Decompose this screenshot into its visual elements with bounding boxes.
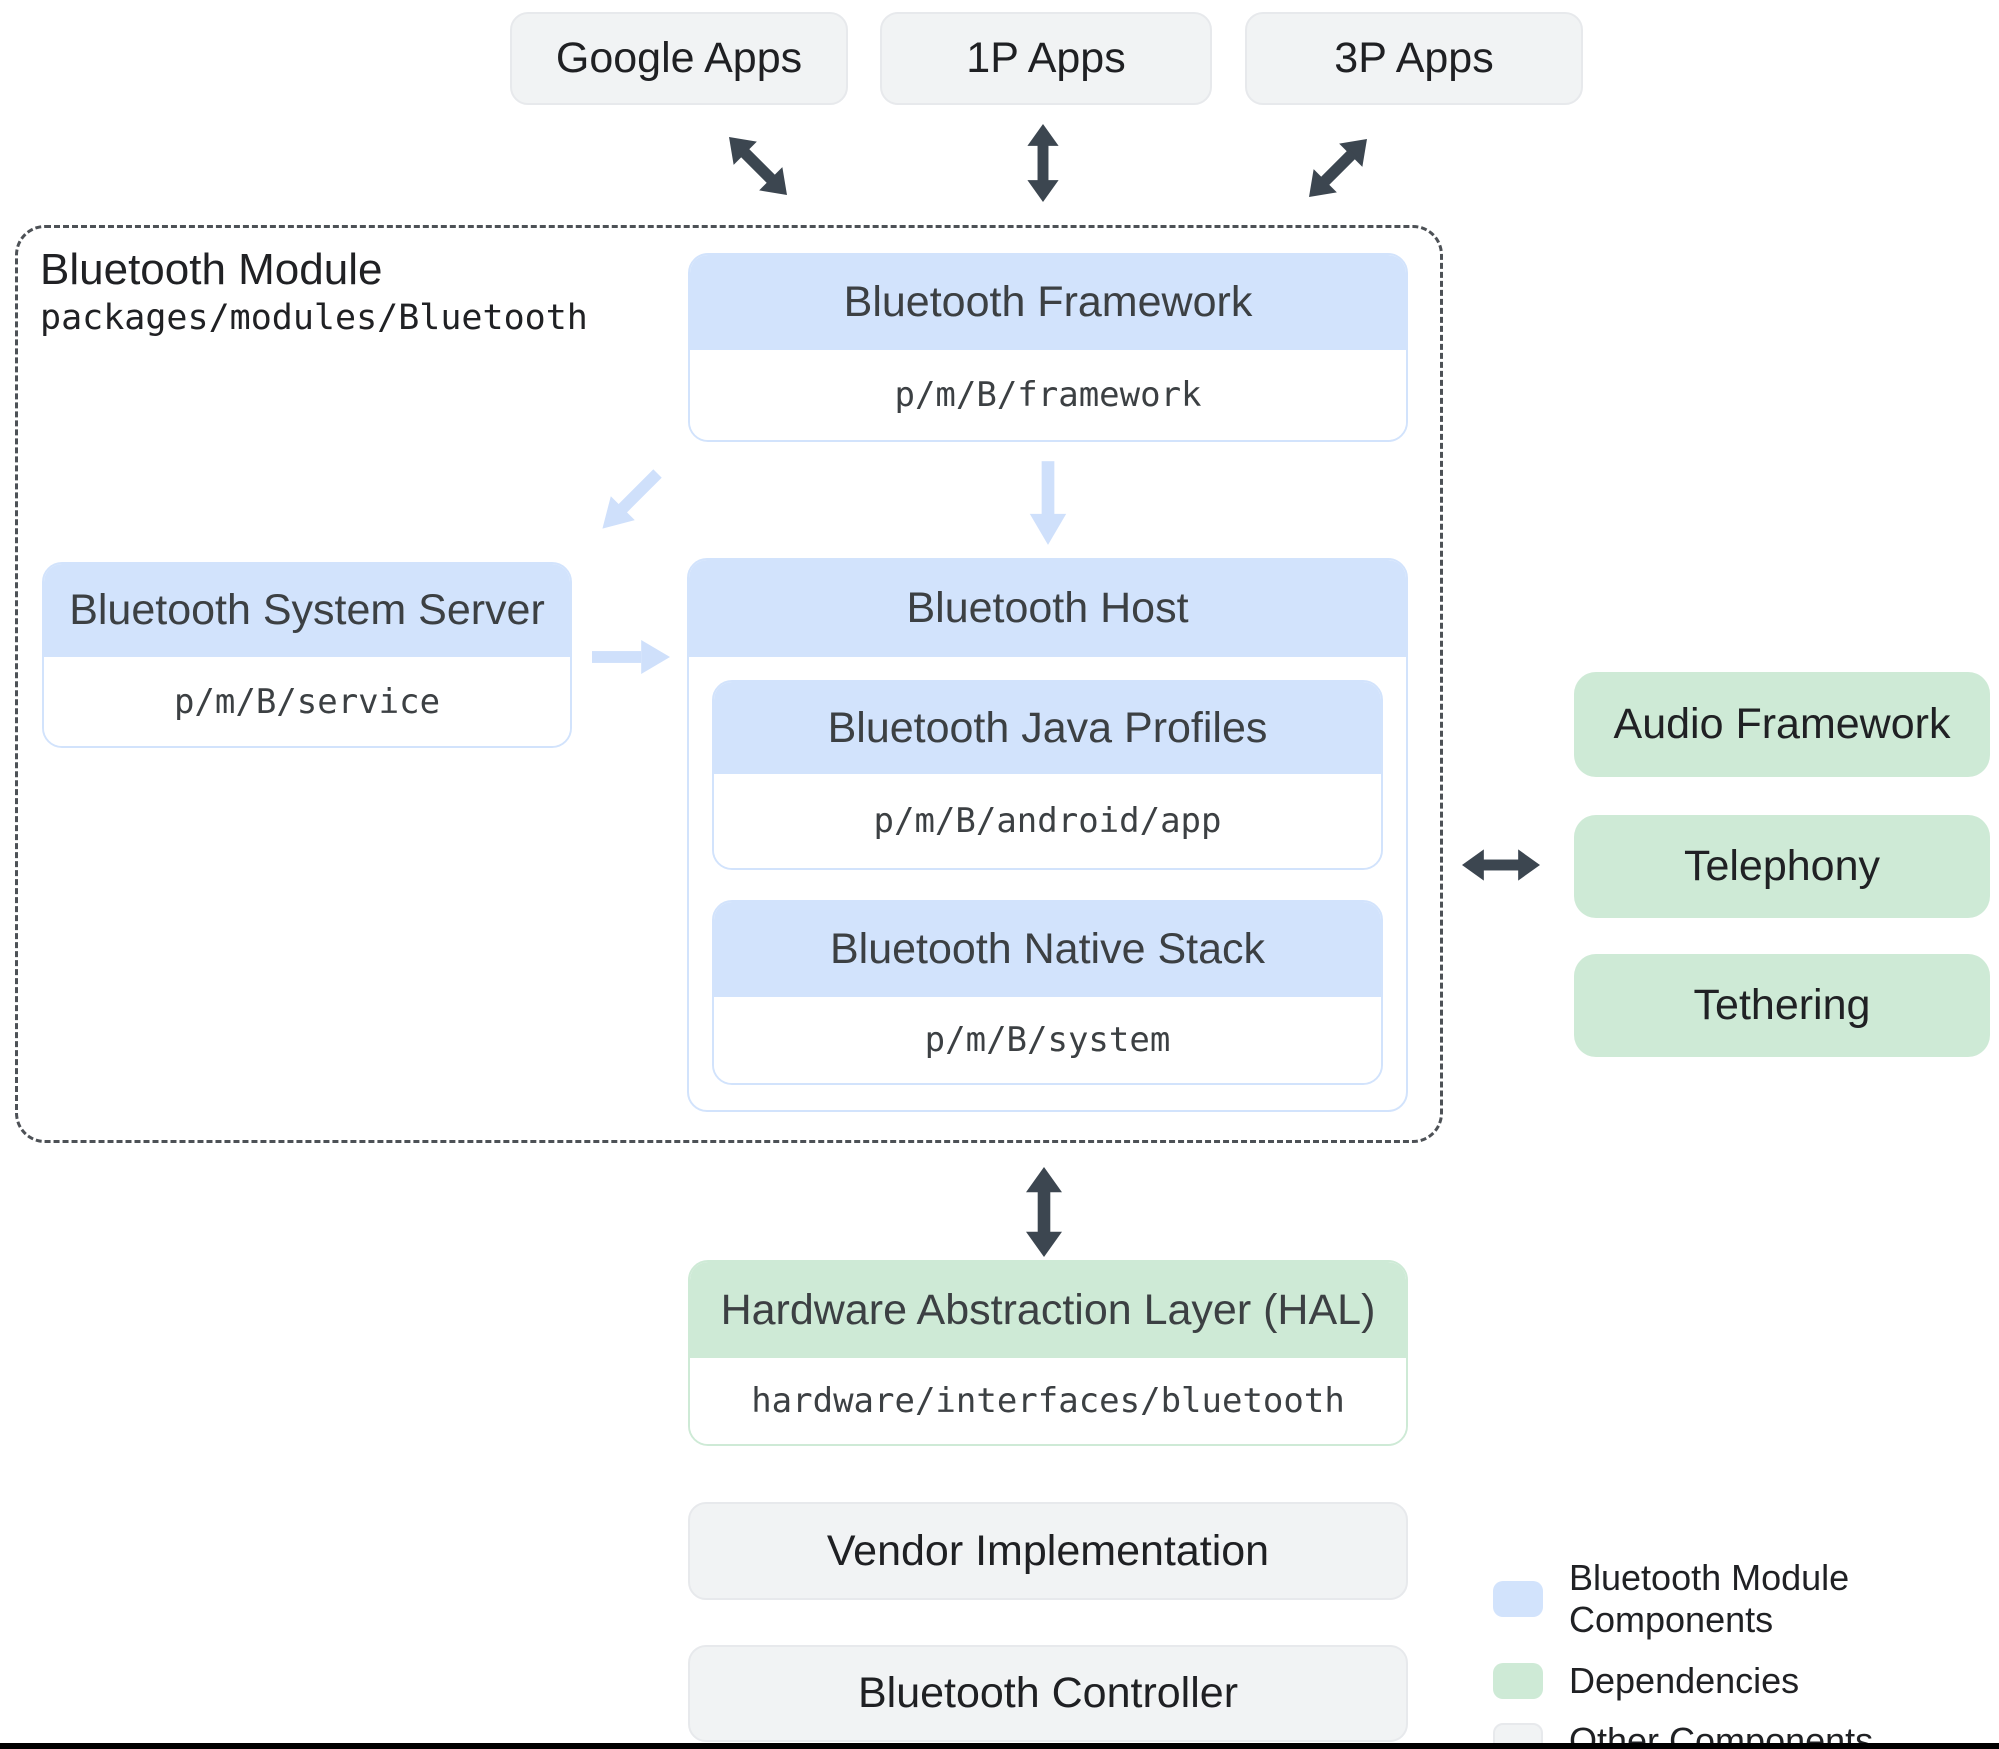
bluetooth-host-title: Bluetooth Host [906,584,1189,632]
bidirectional-vertical-arrow-icon [1027,124,1059,202]
module-components-legend-label: Bluetooth Module Components [1569,1557,1850,1640]
bluetooth-system-server-header: Bluetooth System Server [44,564,570,657]
dependencies-legend-label: Dependencies [1569,1660,1800,1701]
right-arrow-icon [592,640,670,674]
bluetooth-system-server-title: Bluetooth System Server [69,586,545,634]
bluetooth-host-body: Bluetooth Java Profiles p/m/B/android/ap… [689,657,1406,1085]
first-party-apps-label: 1P Apps [966,34,1126,82]
hal-header: Hardware Abstraction Layer (HAL) [690,1262,1406,1358]
legend-item-module-components: Bluetooth Module Components [1493,1557,1999,1641]
bluetooth-system-server-path: p/m/B/service [44,657,570,746]
bluetooth-native-stack-header: Bluetooth Native Stack [714,902,1381,997]
legend-item-dependencies: Dependencies [1493,1660,1999,1702]
bluetooth-java-profiles-title: Bluetooth Java Profiles [827,703,1268,752]
vendor-implementation-box: Vendor Implementation [688,1502,1408,1600]
bluetooth-module-boundary [15,225,1443,1143]
google-apps-label: Google Apps [555,34,803,82]
bluetooth-framework-header: Bluetooth Framework [690,255,1406,350]
bluetooth-java-profiles-box: Bluetooth Java Profiles p/m/B/android/ap… [712,680,1383,870]
bluetooth-framework-title: Bluetooth Framework [843,278,1253,326]
tethering-label: Tethering [1693,981,1871,1029]
bluetooth-framework-box: Bluetooth Framework p/m/B/framework [688,253,1408,442]
bidirectional-horizontal-arrow-icon [1462,849,1540,881]
bluetooth-host-header: Bluetooth Host [689,560,1406,657]
bluetooth-controller-label: Bluetooth Controller [857,1669,1239,1717]
down-left-arrow-icon [602,469,662,529]
audio-framework-label: Audio Framework [1613,700,1951,748]
bluetooth-module-path: packages/modules/Bluetooth [40,297,588,338]
bidirectional-vertical-arrow-icon [1026,1167,1062,1257]
bluetooth-native-stack-box: Bluetooth Native Stack p/m/B/system [712,900,1383,1085]
bluetooth-framework-path: p/m/B/framework [690,350,1406,440]
google-apps-box: Google Apps [510,12,848,105]
bidirectional-diagonal-arrow-icon [729,137,787,195]
hal-title: Hardware Abstraction Layer (HAL) [720,1285,1376,1334]
module-components-swatch [1493,1581,1543,1617]
bluetooth-host-box: Bluetooth Host Bluetooth Java Profiles p… [687,558,1408,1112]
third-party-apps-label: 3P Apps [1334,34,1494,82]
bluetooth-java-profiles-path: p/m/B/android/app [714,774,1381,868]
bluetooth-module-title: Bluetooth Module [40,245,383,294]
telephony-box: Telephony [1574,815,1990,918]
bidirectional-diagonal-arrow-icon [1309,139,1367,197]
bluetooth-native-stack-title: Bluetooth Native Stack [829,925,1266,973]
bottom-edge-bar [0,1743,1999,1749]
bluetooth-native-stack-path: p/m/B/system [714,997,1381,1083]
telephony-label: Telephony [1683,842,1881,890]
tethering-box: Tethering [1574,954,1990,1057]
hal-path: hardware/interfaces/bluetooth [690,1358,1406,1444]
dependencies-swatch [1493,1663,1543,1699]
hal-box: Hardware Abstraction Layer (HAL) hardwar… [688,1260,1408,1446]
first-party-apps-box: 1P Apps [880,12,1212,105]
vendor-implementation-label: Vendor Implementation [826,1526,1270,1575]
bluetooth-system-server-box: Bluetooth System Server p/m/B/service [42,562,572,748]
bluetooth-java-profiles-header: Bluetooth Java Profiles [714,682,1381,774]
bluetooth-controller-box: Bluetooth Controller [688,1645,1408,1742]
down-arrow-icon [1029,461,1067,545]
third-party-apps-box: 3P Apps [1245,12,1583,105]
bluetooth-module-heading: Bluetooth Module packages/modules/Blueto… [40,245,588,341]
legend: Bluetooth Module Components Dependencies… [1493,1557,1999,1749]
audio-framework-box: Audio Framework [1574,672,1990,777]
